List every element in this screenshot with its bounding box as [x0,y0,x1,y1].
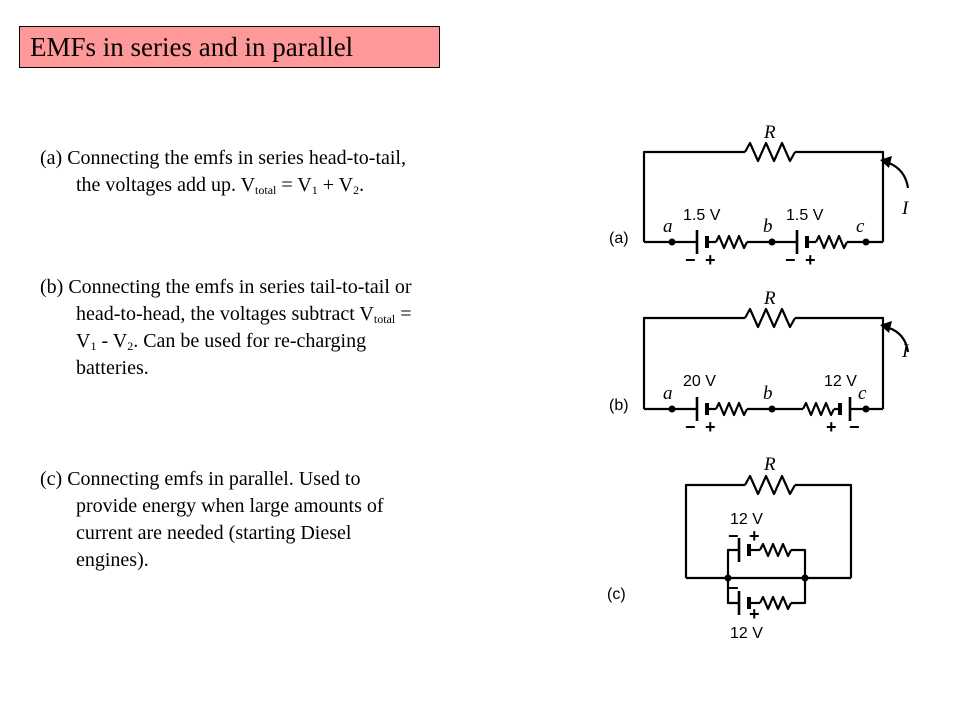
resistor-label-b: R [763,288,776,309]
emf-c2-label: 12 V [730,625,763,642]
minus-sign: − [685,250,696,270]
node-b-label: b [763,383,773,404]
plus-sign: + [749,526,760,546]
resistor-a [744,141,796,163]
resistor-label-c: R [763,454,776,475]
para-c-line4: engines). [76,549,149,571]
junction-right [801,574,809,582]
plus-sign: + [749,604,760,624]
node-c-dot [862,238,870,246]
plus-sign: + [826,417,837,437]
node-a-label: a [663,383,673,404]
minus-sign: − [849,417,860,437]
paragraph-series-add: (a) Connecting the emfs in series head-t… [40,145,540,199]
node-c-label: c [858,383,867,404]
paragraph-series-subtract: (b) Connecting the emfs in series tail-t… [40,274,540,382]
node-c-label: c [856,216,865,237]
node-b-label: b [763,216,773,237]
circuit-a [642,141,910,254]
node-b-dot-b [768,405,776,413]
current-label-a: I [901,198,910,219]
para-b-line4: batteries. [76,357,149,379]
resistor-label-a: R [763,122,776,143]
emf-a1-label: 1.5 V [683,207,721,224]
para-a-line2: the voltages add up. Vtotal = V1 + V2. [76,174,365,197]
para-c-line2: provide energy when large amounts of [76,495,384,517]
para-c-line3: current are needed (starting Diesel [76,522,352,544]
node-a-dot [668,238,676,246]
minus-sign: − [785,250,796,270]
slide-title: EMFs in series and in parallel [19,26,440,68]
para-a-line1: (a) Connecting the emfs in series head-t… [40,147,406,169]
minus-sign: − [728,526,739,546]
resistor-b [744,307,796,329]
plus-sign: + [705,417,716,437]
para-b-line2: head-to-head, the voltages subtract Vtot… [76,303,412,326]
node-b-dot [768,238,776,246]
node-a-label: a [663,216,673,237]
paragraph-parallel: (c) Connecting emfs in parallel. Used to… [40,466,540,574]
diagram-label-c: (c) [607,586,626,603]
diagram-label-b: (b) [609,397,629,414]
minus-sign: − [728,578,739,598]
para-b-line1: (b) Connecting the emfs in series tail-t… [40,276,412,298]
para-b-line3: V1 - V2. Can be used for re-charging [76,330,367,353]
diagram-label-a: (a) [609,230,629,247]
junction-left [724,574,732,582]
minus-sign: − [685,417,696,437]
node-a-dot-b [668,405,676,413]
plus-sign: + [705,250,716,270]
plus-sign: + [805,250,816,270]
circuit-c [684,474,853,615]
resistor-c [744,474,796,496]
para-c-line1: (c) Connecting emfs in parallel. Used to [40,468,361,490]
current-label-b: I [901,341,910,362]
emf-b1-label: 20 V [683,373,716,390]
node-c-dot-b [862,405,870,413]
emf-c1-label: 12 V [730,511,763,528]
circuit-b [642,307,910,421]
emf-a2-label: 1.5 V [786,207,824,224]
emf-b2-label: 12 V [824,373,857,390]
